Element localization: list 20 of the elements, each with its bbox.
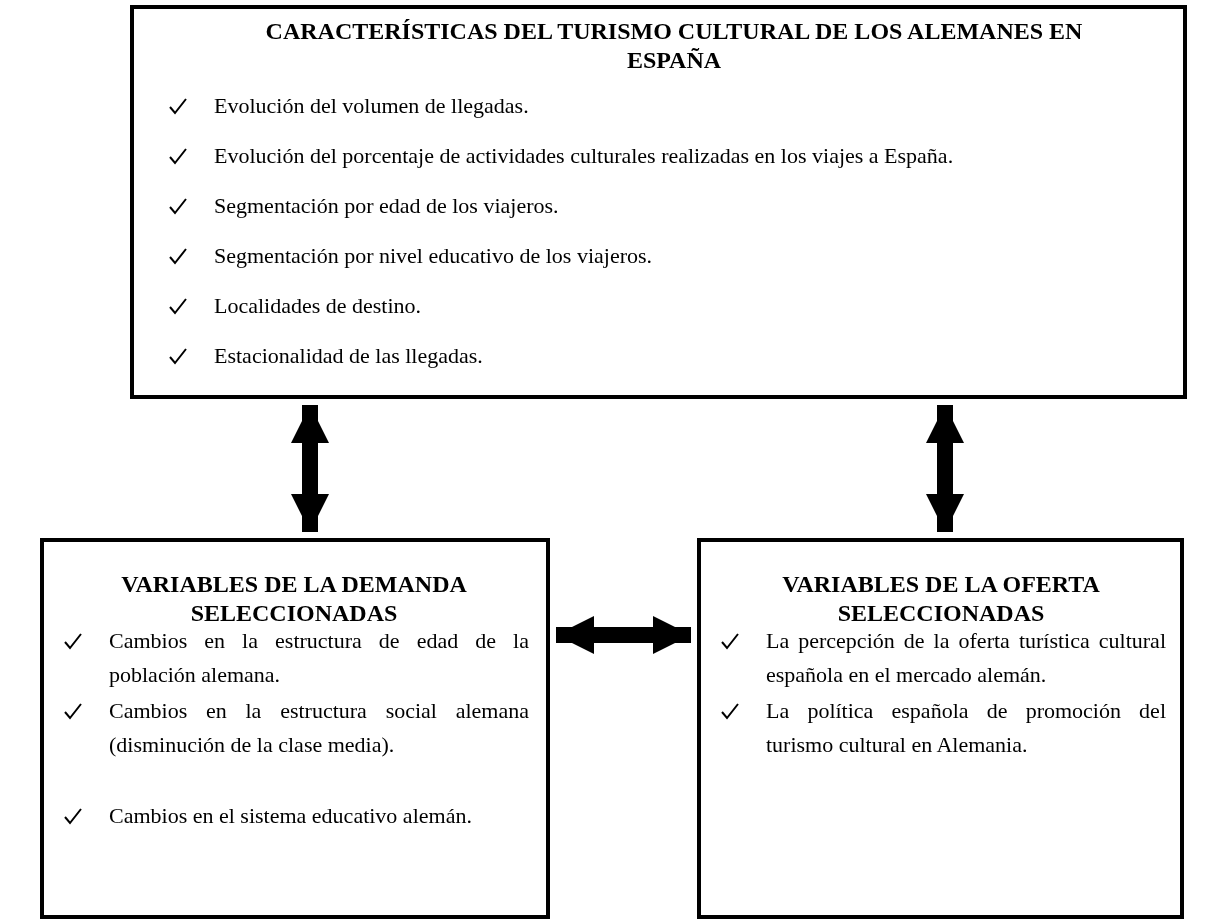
- text-box: [40, 538, 550, 919]
- box-heading: VARIABLES DE LA OFERTA SELECCIONADAS: [781, 570, 1101, 628]
- box-heading: CARACTERÍSTICAS DEL TURISMO CULTURAL DE LOS ALEMANES EN ESPAÑA: [264, 17, 1084, 75]
- bullet-text: Cambios en la estructura de edad de la población alemana.: [109, 627, 529, 690]
- bullet-text: Cambios en el sistema educativo alemán.: [109, 802, 473, 830]
- bullet-text: Segmentación por nivel educativo de los viajeros.: [214, 242, 654, 270]
- bullet-text: Evolución del volumen de llegadas.: [214, 92, 530, 120]
- double-arrow: [556, 616, 691, 654]
- bullet-text: La percepción de la oferta turística cultural española en el mercado alemán.: [766, 627, 1166, 690]
- bullet-text: La política española de promoción del turismo cultural en Alemania.: [766, 697, 1166, 760]
- double-arrow: [291, 405, 329, 532]
- text-box: [697, 538, 1184, 919]
- bullet-text: Estacionalidad de las llegadas.: [214, 342, 484, 370]
- bullet-text: Localidades de destino.: [214, 292, 423, 320]
- bullet-text: Evolución del porcentaje de actividades culturales realizadas en los viajes a España.: [214, 142, 955, 170]
- double-arrow: [926, 405, 964, 532]
- bullet-text: Cambios en la estructura social alemana (disminución de la clase media).: [109, 697, 529, 760]
- box-heading: VARIABLES DE LA DEMANDA SELECCIONADAS: [120, 570, 468, 628]
- bullet-text: Segmentación por edad de los viajeros.: [214, 192, 560, 220]
- text-box: [130, 5, 1187, 399]
